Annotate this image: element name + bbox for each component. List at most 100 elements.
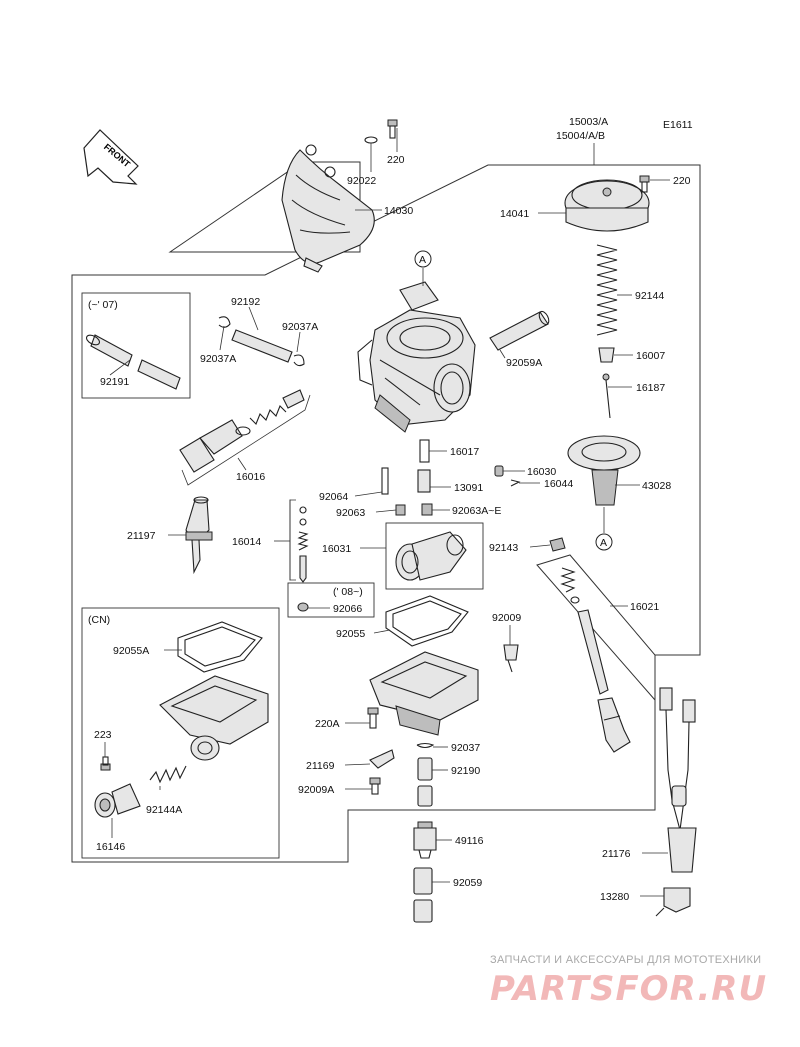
- pilot-screw-16014: [297, 506, 309, 583]
- watermark-logo: PARTSFOR.RU: [490, 969, 767, 1009]
- screw-223: [100, 756, 111, 771]
- label-16044: 16044: [544, 478, 573, 490]
- label-92037A-right: 92037A: [282, 321, 318, 333]
- hose-92059: [413, 867, 433, 923]
- tube-92192: [231, 329, 293, 363]
- label-13280: 13280: [600, 891, 629, 903]
- label-223: 223: [94, 729, 112, 741]
- label-92066: 92066: [333, 603, 362, 615]
- drain-screw-92009: [503, 644, 519, 673]
- note-cn: (CN): [88, 614, 110, 626]
- label-21197: 21197: [127, 530, 156, 542]
- starter-plunger-16016: [179, 389, 305, 473]
- throttle-stop-16021: [560, 567, 631, 753]
- clip-16030: [494, 465, 504, 477]
- label-16030: 16030: [527, 466, 556, 478]
- screw-220-cap: [639, 175, 650, 193]
- jet-92063: [395, 504, 406, 516]
- top-cover-part: [281, 144, 375, 273]
- cn-box: [81, 607, 280, 859]
- label-92144A: 92144A: [146, 804, 182, 816]
- float-bowl-cn: [159, 675, 269, 761]
- diaphragm-43028: [567, 435, 641, 506]
- header-label-15003: 15003/A: [569, 116, 608, 128]
- jet-needle-16187: [602, 373, 611, 419]
- label-16146: 16146: [96, 841, 125, 853]
- assembly-frame: [71, 164, 701, 863]
- label-16021: 16021: [630, 601, 659, 613]
- up-to-07-box: [81, 292, 191, 399]
- gasket-92055A: [177, 621, 263, 673]
- label-92055: 92055: [336, 628, 365, 640]
- screw-92064: [381, 467, 389, 495]
- clamp-92037A-right: [293, 354, 305, 367]
- header-label-15004: 15004/A/B: [556, 130, 605, 142]
- label-16187: 16187: [636, 382, 665, 394]
- watermark-title: ЗАПЧАСТИ И АКСЕССУАРЫ ДЛЯ МОТОТЕХНИКИ: [490, 954, 761, 966]
- label-14041: 14041: [500, 208, 529, 220]
- bracket-21169: [369, 749, 395, 769]
- label-92009-right: 92009: [492, 612, 521, 624]
- label-16007: 16007: [636, 350, 665, 362]
- label-92191: 92191: [100, 376, 129, 388]
- label-92064: 92064: [319, 491, 348, 503]
- gasket-92055: [385, 595, 469, 647]
- cap-92143: [549, 537, 566, 552]
- svg-text:A: A: [419, 254, 426, 266]
- spring-92144: [596, 244, 618, 336]
- needle-holder-16007: [598, 347, 615, 363]
- harness-21176: [659, 687, 697, 873]
- float-bowl: [369, 651, 479, 736]
- hose-92190: [417, 757, 433, 807]
- label-92144: 92144: [635, 290, 664, 302]
- label-16014: 16014: [232, 536, 261, 548]
- label-220-top: 220: [387, 154, 405, 166]
- label-14030: 14030: [384, 205, 413, 217]
- from-08-box: [287, 582, 375, 618]
- label-92063A-E: 92063A~E: [452, 505, 501, 517]
- label-92009A: 92009A: [298, 784, 334, 796]
- label-16016: 16016: [236, 471, 265, 483]
- label-92063: 92063: [336, 507, 365, 519]
- part-16031-box: [385, 522, 484, 590]
- label-92059: 92059: [453, 877, 482, 889]
- plug-92066: [297, 602, 309, 612]
- callout-a-top: [414, 250, 432, 268]
- hose-92191: [85, 334, 181, 390]
- top-cap-14041: [564, 179, 650, 232]
- label-43028: 43028: [642, 480, 671, 492]
- jet-13091: [417, 469, 431, 493]
- label-92055A: 92055A: [113, 645, 149, 657]
- label-13091: 13091: [454, 482, 483, 494]
- label-21169: 21169: [306, 760, 335, 772]
- label-92037: 92037: [451, 742, 480, 754]
- screw-220-top: [387, 119, 398, 139]
- clamp-92037A-left: [218, 316, 231, 328]
- label-92192: 92192: [231, 296, 260, 308]
- label-49116: 49116: [455, 835, 484, 847]
- sensor-13280: [655, 887, 691, 917]
- part-16021-frame: [536, 554, 656, 702]
- jet-92063A-E: [421, 503, 433, 516]
- label-92037A-left: 92037A: [200, 353, 236, 365]
- screw-92009A: [369, 777, 381, 795]
- clip-16044: [510, 479, 521, 487]
- clamp-92037: [416, 742, 435, 749]
- svg-text:A: A: [600, 537, 607, 549]
- screw-220A: [367, 707, 379, 729]
- label-92059A: 92059A: [506, 357, 542, 369]
- label-16031: 16031: [322, 543, 351, 555]
- fitting-49116: [413, 821, 437, 859]
- tube-92059A: [489, 310, 550, 351]
- label-16017: 16017: [450, 446, 479, 458]
- throttle-part-16031: [395, 531, 467, 581]
- cover-16146: [94, 783, 141, 818]
- jet-16017: [419, 439, 430, 463]
- spring-92144A: [149, 765, 187, 784]
- label-92022: 92022: [347, 175, 376, 187]
- diagram-code: E1611: [663, 119, 693, 131]
- label-220A: 220A: [315, 718, 340, 730]
- washer-92022: [364, 136, 378, 144]
- label-21176: 21176: [602, 848, 631, 860]
